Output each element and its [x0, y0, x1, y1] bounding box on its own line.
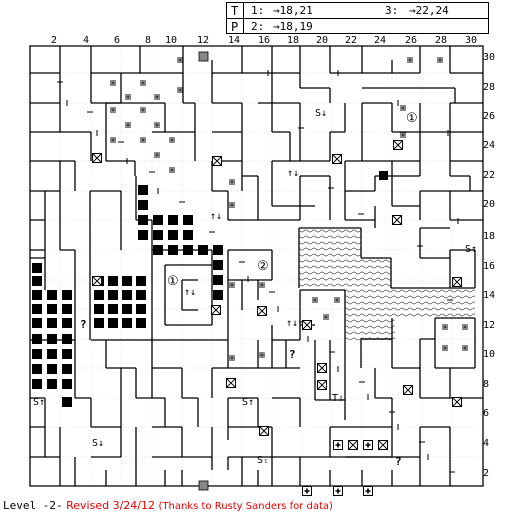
col-number: 14: [228, 35, 241, 46]
col-number: 6: [114, 35, 121, 46]
col-number: 8: [145, 35, 152, 46]
row-number: 30: [483, 52, 496, 63]
map-footer: Level -2- Revised 3/24/12 (Thanks to Rus…: [3, 499, 333, 512]
teleport-entry-3-label: 3:: [385, 4, 399, 17]
col-number: 2: [51, 35, 58, 46]
question-marker: ?: [395, 455, 402, 468]
updown-marker: ↑↓: [184, 287, 197, 298]
updown-marker: ↑↓: [210, 211, 223, 222]
teleport-letter-t: T: [231, 4, 239, 18]
row-number: 14: [483, 290, 496, 301]
stairs-down-marker: S↓: [315, 108, 328, 119]
teleport-letter-p: P: [231, 20, 239, 34]
col-number: 20: [316, 35, 329, 46]
stairs-down-marker: S↓: [92, 438, 105, 449]
col-number: 16: [258, 35, 271, 46]
updown-marker: ↑↓: [287, 168, 300, 179]
col-number: 10: [165, 35, 178, 46]
stairs-l-marker: Sₗ: [257, 455, 270, 466]
stairs-up-marker: S↑: [465, 244, 478, 255]
trap-updown-marker: T↓: [332, 393, 345, 404]
row-number: 24: [483, 140, 496, 151]
teleport-legend-divider: [227, 18, 488, 19]
row-number: 12: [483, 320, 496, 331]
question-marker: ?: [289, 348, 296, 361]
teleport-legend: T P 1: →18,21 2: →18,19 3: →22,24: [226, 2, 489, 34]
teleport-entry-2-value: →18,19: [273, 20, 313, 33]
special-tiles: [198, 51, 209, 491]
row-number: 6: [483, 408, 490, 419]
stairs-up-marker: S↑: [33, 397, 46, 408]
col-number: 18: [287, 35, 300, 46]
row-number: 4: [483, 438, 490, 449]
question-marker: ?: [80, 318, 87, 331]
col-number: 22: [345, 35, 358, 46]
water-areas: [299, 228, 475, 340]
row-number: 28: [483, 82, 496, 93]
col-number: 30: [465, 35, 478, 46]
teleport-entry-1-value: →18,21: [273, 4, 313, 17]
credits-label: (Thanks to Rusty Sanders for data): [158, 501, 333, 512]
row-number: 20: [483, 199, 496, 210]
walls: [29, 45, 484, 487]
teleport-2-marker: ②: [257, 259, 269, 274]
row-number: 26: [483, 111, 496, 122]
doors: [57, 70, 459, 473]
col-number: 24: [374, 35, 387, 46]
updown-marker: ↑↓: [286, 318, 299, 329]
teleport-entry-3-value: →22,24: [409, 4, 449, 17]
col-number: 4: [83, 35, 90, 46]
pillar-blocks: [32, 171, 388, 407]
row-number: 2: [483, 468, 490, 479]
teleport-entry-2-label: 2:: [251, 20, 265, 33]
level-label: Level -2-: [3, 499, 63, 512]
row-number: 22: [483, 170, 496, 181]
revised-label: Revised 3/24/12: [66, 499, 155, 512]
row-number: 16: [483, 261, 496, 272]
row-number: 18: [483, 231, 496, 242]
row-number: 8: [483, 379, 490, 390]
teleport-1-marker: ①: [406, 111, 418, 126]
row-number: 10: [483, 349, 496, 360]
teleport-entry-1-label: 1:: [251, 4, 265, 17]
stairs-up-marker: S↑: [242, 397, 255, 408]
teleport-1-marker-center: ①: [167, 274, 179, 289]
col-number: 26: [405, 35, 418, 46]
col-number: 12: [197, 35, 210, 46]
col-number: 28: [435, 35, 448, 46]
